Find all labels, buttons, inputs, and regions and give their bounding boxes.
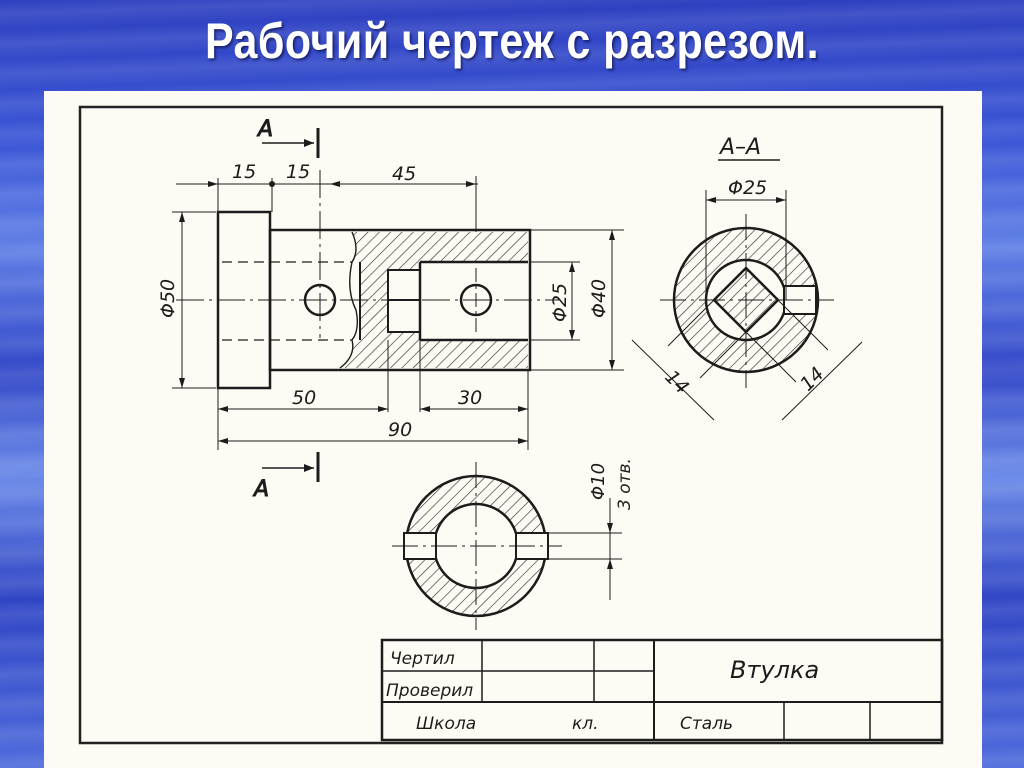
section-label-bottom: А bbox=[252, 477, 269, 502]
title-block-checked: Проверил bbox=[386, 681, 473, 701]
dim-45: 45 bbox=[392, 163, 416, 185]
dim-14-left: 14 bbox=[660, 366, 693, 399]
title-block-drew: Чертил bbox=[390, 649, 455, 669]
section-a-a bbox=[660, 214, 834, 388]
dim-30: 30 bbox=[458, 387, 482, 409]
title-block-school: Школа bbox=[416, 714, 476, 734]
dim-holes: 3 отв. bbox=[615, 458, 635, 510]
dim-15-right: 15 bbox=[286, 161, 310, 183]
dim-dia10: Φ10 bbox=[588, 463, 609, 500]
title-block bbox=[380, 638, 944, 742]
dim-dia40: Φ40 bbox=[588, 279, 610, 318]
dim-15-left: 15 bbox=[232, 161, 256, 183]
section-title: А–А bbox=[718, 135, 761, 160]
slide-title: Рабочий чертеж с разрезом. bbox=[204, 13, 820, 69]
title-block-material: Сталь bbox=[680, 714, 733, 734]
front-view bbox=[176, 128, 560, 482]
front-view-dimensions: А А 15 15 45 Φ50 Φ25 Φ40 50 30 90 bbox=[157, 117, 624, 503]
dim-90: 90 bbox=[388, 419, 412, 441]
title-block-text: Чертил Проверил Школа кл. Втулка Сталь bbox=[386, 649, 819, 734]
dim-dia50: Φ50 bbox=[157, 279, 179, 318]
dim-14-right: 14 bbox=[796, 363, 829, 396]
drawing-sheet bbox=[44, 91, 982, 768]
dim-50: 50 bbox=[292, 387, 316, 409]
section-label-top: А bbox=[256, 117, 273, 142]
sheet-frame bbox=[78, 105, 944, 745]
end-view bbox=[392, 462, 562, 630]
dim-dia25-front: Φ25 bbox=[549, 283, 571, 322]
end-view-dimensions: Φ10 3 отв. bbox=[548, 458, 635, 600]
title-block-class: кл. bbox=[572, 714, 599, 734]
title-block-part-name: Втулка bbox=[730, 656, 819, 684]
dim-dia25-section: Φ25 bbox=[728, 177, 767, 199]
